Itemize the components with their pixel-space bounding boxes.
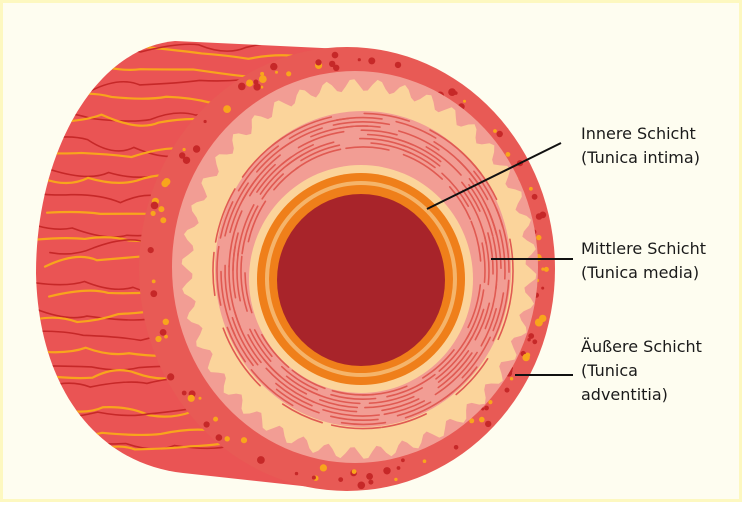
adventitia-dot bbox=[179, 152, 185, 158]
adventitia-dot bbox=[485, 421, 491, 427]
adventitia-dot bbox=[463, 100, 466, 103]
adventitia-dot bbox=[238, 83, 246, 91]
adventitia-dot bbox=[148, 247, 154, 253]
adventitia-dot bbox=[183, 148, 186, 151]
adventitia-dot bbox=[320, 464, 327, 471]
adventitia-dot bbox=[225, 436, 230, 441]
adventitia-dot bbox=[541, 268, 544, 271]
adventitia-dot bbox=[338, 477, 343, 482]
adventitia-dot bbox=[527, 338, 530, 341]
lumen bbox=[277, 194, 445, 366]
adventitia-dot bbox=[544, 267, 549, 272]
capillary-line bbox=[45, 490, 326, 505]
adventitia-dot bbox=[193, 145, 200, 152]
adventitia-dot bbox=[366, 473, 373, 480]
adventitia-dot bbox=[448, 88, 456, 96]
adventitia-dot bbox=[270, 63, 277, 70]
adventitia-dot bbox=[295, 472, 298, 475]
adventitia-dot bbox=[522, 354, 529, 361]
label-tunica-intima: Innere Schicht (Tunica intima) bbox=[581, 122, 700, 170]
adventitia-dot bbox=[160, 217, 166, 223]
adventitia-dot bbox=[163, 320, 166, 323]
adventitia-dot bbox=[152, 280, 156, 284]
adventitia-dot bbox=[204, 120, 207, 123]
adventitia-dot bbox=[286, 71, 291, 76]
label-intima-line1: Innere Schicht bbox=[581, 122, 700, 146]
adventitia-dot bbox=[397, 466, 401, 470]
adventitia-dot bbox=[368, 480, 373, 485]
adventitia-dot bbox=[505, 388, 510, 393]
adventitia-dot bbox=[161, 180, 168, 187]
label-adventitia-line2: (Tunica bbox=[581, 359, 702, 383]
label-tunica-adventitia: Äußere Schicht (Tunica adventitia) bbox=[581, 335, 702, 407]
adventitia-dot bbox=[395, 62, 401, 68]
adventitia-dot bbox=[484, 406, 489, 411]
adventitia-dot bbox=[188, 395, 195, 402]
adventitia-dot bbox=[497, 131, 503, 137]
adventitia-dot bbox=[241, 437, 247, 443]
adventitia-dot bbox=[223, 105, 231, 113]
adventitia-dot bbox=[493, 129, 497, 133]
vein-line bbox=[51, 16, 344, 28]
adventitia-dot bbox=[257, 456, 265, 464]
adventitia-dot bbox=[199, 397, 202, 400]
adventitia-dot bbox=[155, 336, 161, 342]
adventitia-dot bbox=[150, 290, 157, 297]
label-adventitia-line1: Äußere Schicht bbox=[581, 335, 702, 359]
adventitia-dot bbox=[383, 467, 390, 474]
adventitia-dot bbox=[204, 421, 210, 427]
adventitia-dot bbox=[394, 478, 397, 481]
adventitia-dot bbox=[539, 315, 546, 322]
adventitia-dot bbox=[358, 58, 361, 61]
adventitia-dot bbox=[151, 211, 156, 216]
adventitia-dot bbox=[246, 80, 253, 87]
label-tunica-media: Mittlere Schicht (Tunica media) bbox=[581, 237, 706, 285]
adventitia-dot bbox=[454, 445, 459, 450]
adventitia-dot bbox=[160, 329, 167, 336]
adventitia-dot bbox=[158, 206, 164, 212]
adventitia-dot bbox=[259, 75, 267, 83]
adventitia-dot bbox=[275, 71, 278, 74]
adventitia-dot bbox=[358, 482, 366, 490]
adventitia-dot bbox=[536, 235, 541, 240]
adventitia-dot bbox=[312, 476, 316, 480]
adventitia-dot bbox=[401, 458, 405, 462]
label-adventitia-line3: adventitia) bbox=[581, 383, 702, 407]
adventitia-dot bbox=[213, 417, 218, 422]
adventitia-dot bbox=[352, 469, 357, 474]
adventitia-dot bbox=[182, 391, 187, 396]
adventitia-dot bbox=[541, 287, 544, 290]
adventitia-dot bbox=[332, 52, 339, 59]
adventitia-dot bbox=[479, 417, 485, 423]
adventitia-dot bbox=[423, 459, 427, 463]
adventitia-dot bbox=[506, 152, 511, 157]
adventitia-dot bbox=[532, 194, 538, 200]
adventitia-dot bbox=[529, 187, 533, 191]
adventitia-dot bbox=[532, 339, 537, 344]
adventitia-dot bbox=[315, 59, 321, 65]
label-media-line1: Mittlere Schicht bbox=[581, 237, 706, 261]
adventitia-dot bbox=[368, 57, 375, 64]
adventitia-dot bbox=[510, 377, 513, 380]
adventitia-dot bbox=[333, 65, 339, 71]
adventitia-dot bbox=[253, 83, 260, 90]
label-media-line2: (Tunica media) bbox=[581, 261, 706, 285]
adventitia-dot bbox=[167, 373, 174, 380]
adventitia-dot bbox=[539, 212, 546, 219]
adventitia-dot bbox=[151, 202, 159, 210]
label-intima-line2: (Tunica intima) bbox=[581, 146, 700, 170]
adventitia-dot bbox=[216, 434, 223, 441]
adventitia-dot bbox=[488, 400, 492, 404]
